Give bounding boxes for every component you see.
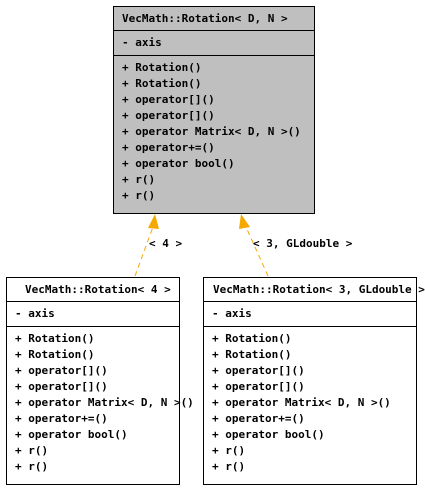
method-operator-bool: + operator bool() (212, 428, 325, 441)
method-rotation: + Rotation() (15, 332, 95, 345)
method-rotation: + Rotation() (212, 348, 292, 361)
method-rotation: + Rotation() (15, 348, 95, 361)
edge-right (245, 226, 269, 277)
method-operator-plus-assign: + operator+=() (212, 412, 305, 425)
method-operator-bool: + operator bool() (15, 428, 128, 441)
method-operator-matrix: + operator Matrix< D, N >() (122, 125, 301, 138)
edge-left (134, 226, 154, 277)
methods-section: + Rotation() + Rotation() + operator[]()… (114, 56, 314, 208)
class-title: VecMath::Rotation< D, N > (114, 7, 314, 31)
method-r: + r() (15, 460, 49, 473)
methods-section: + Rotation() + Rotation() + operator[]()… (204, 327, 416, 479)
method-operator-matrix: + operator Matrix< D, N >() (212, 396, 391, 409)
class-node-rotation-3-gldouble[interactable]: VecMath::Rotation< 3, GLdouble > - axis … (203, 277, 425, 485)
method-r: + r() (15, 444, 49, 457)
method-operator-plus-assign: + operator+=() (15, 412, 108, 425)
class-title: VecMath::Rotation< 4 > (7, 278, 179, 302)
attribute-axis: - axis (122, 36, 162, 49)
edge-label-right: < 3, GLdouble > (253, 237, 353, 250)
method-operator-bool: + operator bool() (122, 157, 235, 170)
method-operator-plus-assign: + operator+=() (122, 141, 215, 154)
method-operator-index: + operator[]() (122, 93, 215, 106)
attribute-axis: - axis (15, 307, 55, 320)
arrowhead-left (148, 214, 159, 229)
method-operator-index: + operator[]() (15, 380, 108, 393)
method-r: + r() (122, 189, 156, 202)
method-rotation: + Rotation() (212, 332, 292, 345)
attributes-section: - axis (114, 31, 314, 56)
method-r: + r() (212, 460, 246, 473)
method-r: + r() (122, 173, 156, 186)
class-node-rotation-4[interactable]: VecMath::Rotation< 4 > - axis + Rotation… (6, 277, 194, 485)
attribute-axis: - axis (212, 307, 252, 320)
method-operator-index: + operator[]() (122, 109, 215, 122)
method-rotation: + Rotation() (122, 77, 202, 90)
arrowhead-right (239, 214, 250, 229)
attributes-section: - axis (204, 302, 416, 327)
class-title: VecMath::Rotation< 3, GLdouble > (204, 278, 425, 302)
method-rotation: + Rotation() (122, 61, 202, 74)
method-operator-index: + operator[]() (212, 364, 305, 377)
method-operator-matrix: + operator Matrix< D, N >() (15, 396, 194, 409)
edge-label-left: < 4 > (149, 237, 183, 250)
class-node-rotation-d-n[interactable]: VecMath::Rotation< D, N > - axis + Rotat… (113, 6, 315, 214)
methods-section: + Rotation() + Rotation() + operator[]()… (7, 327, 194, 479)
attributes-section: - axis (7, 302, 179, 327)
method-operator-index: + operator[]() (212, 380, 305, 393)
method-operator-index: + operator[]() (15, 364, 108, 377)
method-r: + r() (212, 444, 246, 457)
